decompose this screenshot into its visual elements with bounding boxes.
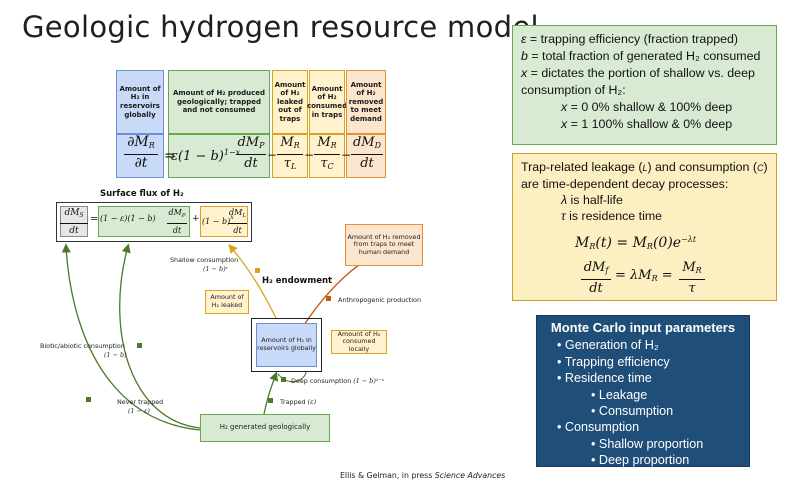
leaked-box: Amount of H₂ leaked bbox=[205, 290, 249, 314]
def-line-3: x = dictates the portion of shallow vs. … bbox=[521, 66, 755, 80]
eq-cell-green bbox=[168, 134, 270, 178]
surface-flux-equation: dMS dt = (1 − ε)(1 − b) dMP dt + (1 − b)… bbox=[56, 202, 252, 242]
header-leaked: Amount of H₂ leaked out of traps bbox=[272, 70, 308, 134]
eq-cell-yellow-1 bbox=[272, 134, 308, 178]
mc-item-trapping: • Trapping efficiency bbox=[557, 354, 670, 369]
slide-title: Geologic hydrogen resource model bbox=[22, 10, 539, 44]
arrow-deep-consumption bbox=[277, 371, 307, 383]
flux-plus: + bbox=[192, 214, 200, 224]
deep-consumption-label: Deep consumption (1 − b)¹⁻ˣ bbox=[291, 377, 385, 385]
mc-item-generation: • Generation of H₂ bbox=[557, 338, 659, 353]
flux-term1-cell bbox=[98, 206, 190, 237]
endowment-label: H₂ endowment bbox=[262, 276, 333, 286]
biotic-expr: (1 − b) bbox=[104, 351, 127, 359]
decay-eq2-rhs: MR τ bbox=[679, 260, 705, 296]
eq-equals: = bbox=[164, 148, 176, 164]
eq-term-consumed: MR τC bbox=[314, 135, 340, 174]
decay-equation-1: MR(t) = MR(0)e−λt bbox=[575, 235, 697, 251]
consumed-locally-box: Amount of H₂ consumed locally bbox=[331, 330, 387, 354]
never-trapped-label: Never trapped bbox=[117, 398, 164, 406]
header-produced: Amount of H₂ produced geologically; trap… bbox=[168, 70, 270, 134]
biotic-label: Biotic/abiotic consumption bbox=[40, 342, 125, 350]
mc-item-deep: • Deep proportion bbox=[591, 453, 690, 468]
never-trapped-expr: (1 − ε) bbox=[128, 407, 150, 415]
arrow-shallow-leak bbox=[228, 244, 277, 319]
eq-cell-orange bbox=[346, 134, 386, 178]
decay-eq2-mid: = λMR = bbox=[615, 268, 673, 283]
flux-term2-cell bbox=[200, 206, 248, 237]
eq-cell-blue bbox=[116, 134, 164, 178]
arrow-never-trapped bbox=[61, 243, 201, 431]
def-line-6: x = 1 100% shallow & 0% deep bbox=[561, 117, 733, 131]
mc-item-shallow: • Shallow proportion bbox=[591, 436, 704, 451]
def-line-2: b = total fraction of generated H₂ consu… bbox=[521, 49, 761, 63]
decay-eq2-lhs: dMf dt bbox=[581, 260, 611, 296]
flux-lhs-cell bbox=[60, 206, 88, 237]
eq-minus-1: − bbox=[267, 148, 278, 162]
decay-line-1: Trap-related leakage (L) and consumption… bbox=[521, 160, 768, 174]
eq-minus-3: − bbox=[341, 148, 352, 162]
arrow-biotic-consumption bbox=[119, 243, 201, 429]
mc-item-consumption-sub: • Consumption bbox=[591, 404, 674, 419]
header-removed: Amount of H₂ removed to meet demand bbox=[346, 70, 386, 134]
shallow-consumption-expr: (1 − b)ˣ bbox=[203, 265, 228, 273]
monte-carlo-panel: Monte Carlo input parameters • Generatio… bbox=[536, 315, 750, 467]
flux-term1: (1 − ε)(1 − b) bbox=[100, 214, 156, 223]
surface-flux-title: Surface flux of H₂ bbox=[100, 189, 184, 199]
reservoir-outer bbox=[251, 318, 322, 372]
def-line-1: ε = trapping efficiency (fraction trappe… bbox=[521, 32, 739, 46]
trapped-label: Trapped (ε) bbox=[280, 398, 317, 406]
mc-item-leakage: • Leakage bbox=[591, 387, 648, 402]
def-line-5: x = 0 0% shallow & 100% deep bbox=[561, 100, 733, 114]
decay-line-2: are time-dependent decay processes: bbox=[521, 177, 729, 191]
shallow-consumption-label: Shallow consumption bbox=[170, 256, 239, 264]
flux-term1-frac: dMP dt bbox=[167, 208, 187, 235]
flux-term2: (1 − b)x bbox=[202, 214, 234, 226]
eq-cell-yellow-2 bbox=[309, 134, 345, 178]
mc-item-consumption: • Consumption bbox=[557, 420, 640, 435]
eq-minus-2: − bbox=[304, 148, 315, 162]
definitions-panel: ε = trapping efficiency (fraction trappe… bbox=[512, 25, 777, 145]
eq-factor: ε(1 − b)1−x bbox=[171, 148, 241, 164]
eq-lhs: ∂MR ∂t bbox=[124, 135, 158, 171]
def-line-4: consumption of H₂: bbox=[521, 83, 626, 97]
decay-line-3: λ is half-life bbox=[561, 193, 623, 207]
monte-carlo-header: Monte Carlo input parameters bbox=[550, 320, 736, 335]
eq-term-produced: dMP dt bbox=[236, 135, 266, 171]
eq-term-leaked: MR τL bbox=[277, 135, 303, 174]
decay-line-4: τ is residence time bbox=[561, 209, 663, 223]
flux-term2-frac: dML dt bbox=[228, 208, 247, 235]
flux-equals: = bbox=[90, 214, 99, 225]
removed-box: Amount of H₂ removed from traps to meet … bbox=[345, 224, 423, 266]
arrow-trapped bbox=[263, 371, 279, 415]
anthropogenic-label: Anthropogenic production bbox=[338, 296, 422, 304]
eq-term-removed: dMD dt bbox=[351, 135, 383, 171]
flux-lhs: dMS dt bbox=[60, 207, 88, 237]
generated-box: H₂ generated geologically bbox=[200, 414, 330, 442]
reservoir-box: Amount of H₂ in reservoirs globally bbox=[256, 323, 317, 367]
header-reservoirs: Amount of H₂ in reservoirs globally bbox=[116, 70, 164, 134]
decay-panel: Trap-related leakage (L) and consumption… bbox=[512, 153, 777, 301]
citation: Ellis & Gelman, in press Science Advance… bbox=[340, 471, 506, 480]
mc-item-residence: • Residence time bbox=[557, 371, 652, 386]
header-consumed: Amount of H₂ consumed in traps bbox=[307, 70, 347, 134]
